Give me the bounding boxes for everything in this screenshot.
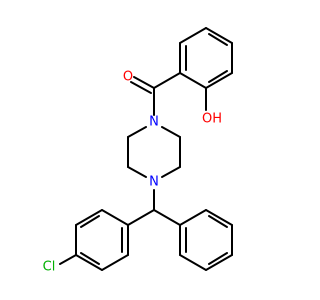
hydroxyl-label: OH — [202, 112, 222, 127]
bond — [127, 126, 147, 138]
bond — [205, 27, 233, 44]
aromatic-bond — [80, 252, 100, 265]
amide-nitrogen-label: N — [149, 115, 159, 130]
carbonyl-oxygen-label: O — [123, 70, 133, 85]
bond — [153, 209, 181, 226]
bond — [179, 209, 207, 226]
bond — [179, 254, 207, 271]
amine-nitrogen-label: N — [149, 175, 159, 190]
carbonyl-double-bond — [133, 76, 155, 89]
aromatic-bond — [208, 252, 228, 265]
bond — [127, 166, 147, 178]
bond — [101, 254, 129, 271]
molecule-structure: O OH N N Cl — [43, 27, 233, 275]
bond — [179, 72, 207, 89]
aromatic-bond — [208, 33, 228, 46]
aromatic-bond — [208, 215, 228, 228]
bond — [75, 254, 103, 271]
bond — [127, 209, 155, 226]
chlorine-label: Cl — [43, 260, 56, 275]
bond — [161, 126, 181, 138]
chlorophenyl-ring — [75, 209, 129, 271]
carbonyl-double-bond — [130, 81, 152, 94]
bond — [205, 72, 233, 89]
bond — [161, 166, 181, 178]
bond — [153, 72, 181, 89]
carbonyl-group — [130, 72, 181, 116]
aromatic-bond — [80, 215, 100, 228]
phenol-ring — [179, 27, 233, 89]
piperazine-ring — [127, 126, 181, 178]
aromatic-bond — [208, 70, 228, 83]
phenyl-ring — [179, 209, 233, 271]
bond — [75, 209, 103, 226]
bond — [205, 254, 233, 271]
bond — [101, 209, 129, 226]
chlorine-bond — [59, 254, 77, 265]
bond — [179, 27, 207, 44]
bond — [205, 209, 233, 226]
